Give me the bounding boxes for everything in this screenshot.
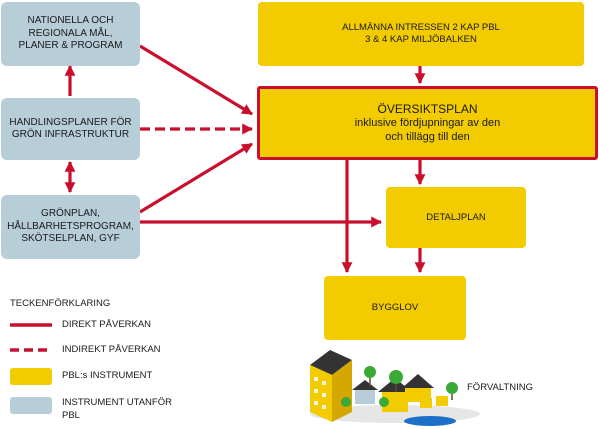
box-allmanna-line-1: ALLMÄNNA INTRESSEN 2 KAP PBL <box>342 22 500 34</box>
legend-utanfor-label-2: PBL <box>62 410 80 421</box>
box-oversiktsplan-line-2: och tillägg till den <box>385 130 470 143</box>
box-bygglov-label: BYGGLOV <box>371 302 419 314</box>
box-gronplan-line-2: HÅLLBARHETSPROGRAM, <box>7 220 134 232</box>
box-detaljplan: DETALJPLAN <box>386 187 526 248</box>
box-handlingsplaner: HANDLINGSPLANER FÖR GRÖN INFRASTRUKTUR <box>1 98 140 160</box>
box-oversiktsplan-line-1: inklusive fördjupningar av den <box>354 116 501 129</box>
legend-utanfor-label-1: INSTRUMENT UTANFÖR <box>62 397 172 408</box>
box-nationella-line-1: NATIONELLA OCH <box>27 15 114 27</box>
box-gronplan-line-1: GRÖNPLAN, <box>41 208 100 220</box>
box-bygglov: BYGGLOV <box>324 276 466 340</box>
box-oversiktsplan-title: ÖVERSIKTSPLAN <box>377 101 478 116</box>
box-oversiktsplan: ÖVERSIKTSPLAN inklusive fördjupningar av… <box>257 86 598 160</box>
legend-direkt-label: DIREKT PÅVERKAN <box>62 319 152 330</box>
box-allmanna-line-2: 3 & 4 KAP MILJÖBALKEN <box>365 34 477 45</box>
box-allmanna-intressen: ALLMÄNNA INTRESSEN 2 KAP PBL 3 & 4 KAP M… <box>258 2 584 66</box>
box-handlingsplaner-line-2: GRÖN INFRASTRUKTUR <box>11 129 130 140</box>
legend-title: TECKENFÖRKLARING <box>10 298 111 309</box>
legend-blue-swatch <box>10 397 52 414</box>
legend-yellow-swatch <box>10 368 52 385</box>
box-nationella-line-2: REGIONALA MÅL, <box>28 27 113 39</box>
box-detaljplan-label: DETALJPLAN <box>426 211 486 223</box>
legend-pbl-label: PBL:s INSTRUMENT <box>62 370 153 381</box>
forvaltning-label: FÖRVALTNING <box>467 382 533 393</box>
arrow-gronplan-to-oversiktsplan <box>139 142 253 214</box>
arrow-nationella-to-oversiktsplan <box>139 44 253 116</box>
legend-indirekt-label: INDIREKT PÅVERKAN <box>62 344 161 355</box>
box-nationella-mal: NATIONELLA OCH REGIONALA MÅL, PLANER & P… <box>1 2 140 66</box>
forvaltning-illustration <box>310 350 480 426</box>
box-gronplan: GRÖNPLAN, HÅLLBARHETSPROGRAM, SKÖTSELPLA… <box>1 195 140 259</box>
box-gronplan-line-3: SKÖTSELPLAN, GYF <box>21 233 120 245</box>
box-handlingsplaner-line-1: HANDLINGSPLANER FÖR <box>9 116 132 128</box>
box-nationella-line-3: PLANER & PROGRAM <box>18 40 123 52</box>
